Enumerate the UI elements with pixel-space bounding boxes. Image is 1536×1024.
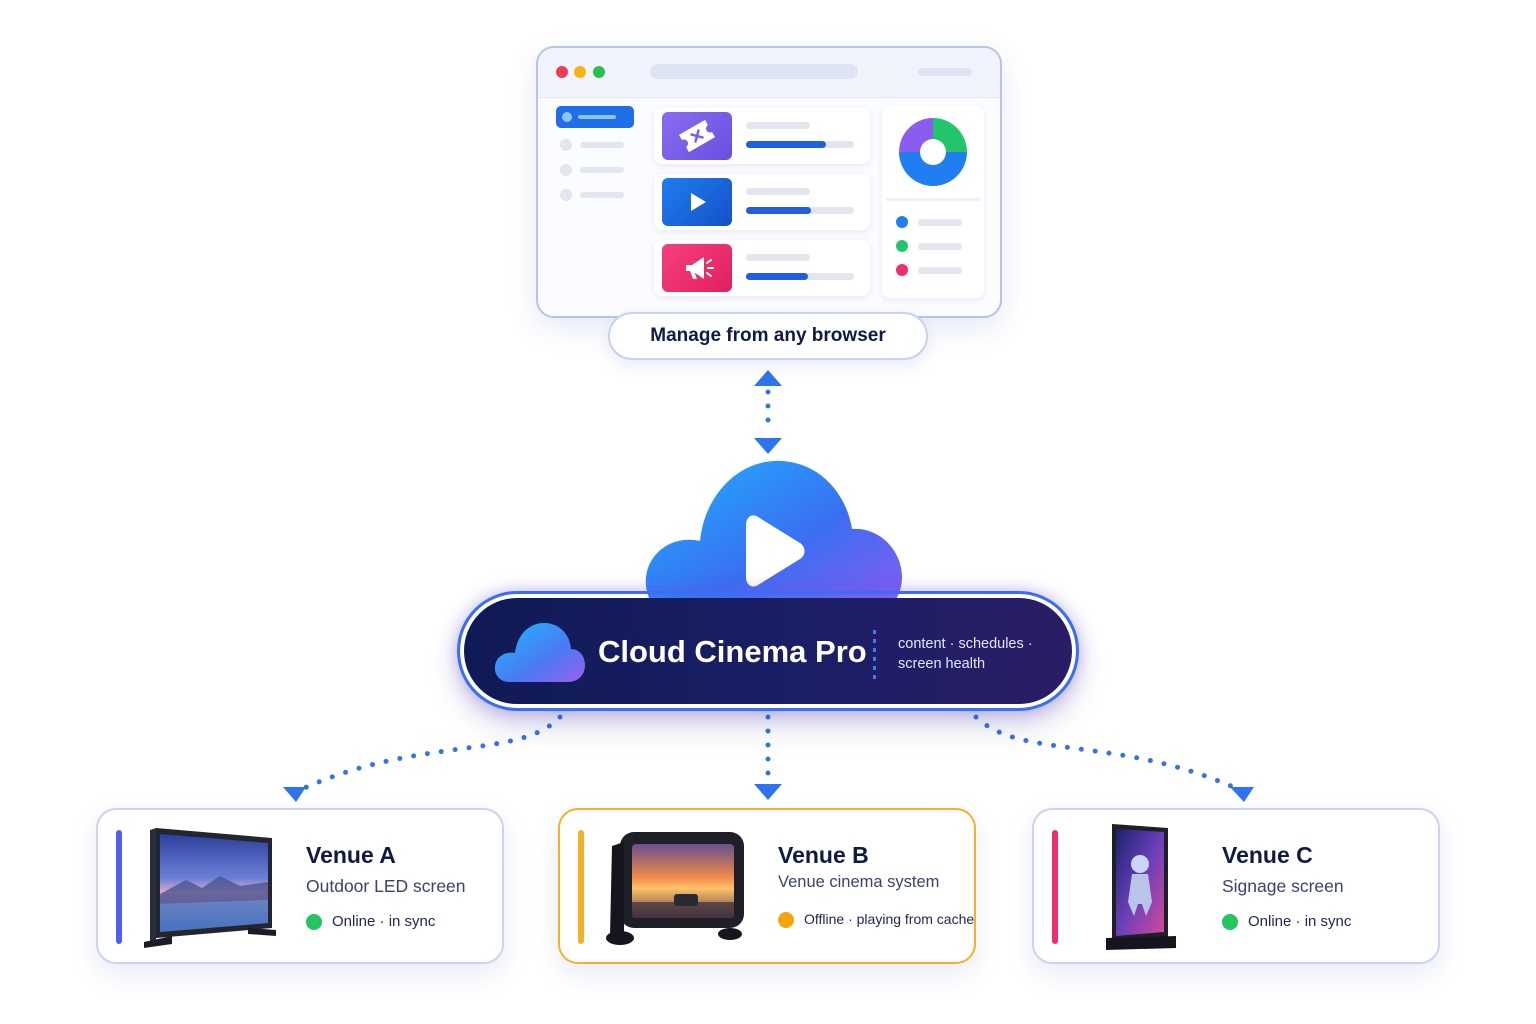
venue-accent-bar xyxy=(116,830,122,944)
donut-chart xyxy=(899,118,967,186)
venue-type: Outdoor LED screen xyxy=(306,876,466,896)
content-card-videos[interactable] xyxy=(654,174,870,230)
hub-title: Cloud Cinema Pro xyxy=(598,634,867,669)
venue-accent-bar xyxy=(1052,830,1058,944)
analytics-panel[interactable] xyxy=(882,106,984,298)
venue-name: Venue C xyxy=(1222,842,1313,868)
venue-card-a[interactable]: Venue A Outdoor LED screen Online · in s… xyxy=(96,808,504,964)
progress-fill xyxy=(746,207,811,214)
content-card-tickets[interactable] xyxy=(654,108,870,164)
status-dot xyxy=(1222,914,1238,930)
browser-menu[interactable] xyxy=(918,68,972,76)
status-dot xyxy=(306,914,322,930)
status-text: Offline · playing from cache xyxy=(804,911,975,927)
browser-caption: Manage from any browser xyxy=(608,312,928,360)
hub-divider xyxy=(873,630,876,684)
video-tile xyxy=(662,178,732,226)
venue-type: Signage screen xyxy=(1222,876,1344,896)
close-window-dot[interactable] xyxy=(556,66,568,78)
legend-item xyxy=(896,240,976,252)
megaphone-icon xyxy=(686,257,714,279)
outdoor-led-screen-icon xyxy=(144,828,276,948)
donut-segment-0 xyxy=(933,118,967,152)
venue-card-b[interactable]: Venue B Venue cinema system Offline · pl… xyxy=(558,808,976,964)
signage-screen-icon xyxy=(1106,824,1176,950)
arrow-down-icon xyxy=(754,438,782,454)
venue-name: Venue A xyxy=(306,842,396,868)
address-bar[interactable] xyxy=(650,64,858,79)
donut-segment-2 xyxy=(899,118,933,152)
sidebar-item[interactable] xyxy=(560,189,630,201)
status-text: Online · in sync xyxy=(332,913,436,930)
maximize-window-dot[interactable] xyxy=(593,66,605,78)
minimize-window-dot[interactable] xyxy=(574,66,586,78)
venue-name: Venue B xyxy=(778,842,869,868)
connector-hub-venue-a xyxy=(297,714,563,793)
arrow-down-icon xyxy=(283,787,306,802)
connector-hub-venue-c xyxy=(973,714,1243,793)
venue-type: Venue cinema system xyxy=(778,873,940,891)
sidebar-item[interactable] xyxy=(560,139,630,151)
play-icon xyxy=(691,193,706,211)
arrow-down-icon xyxy=(754,784,782,800)
ticket-tile xyxy=(662,112,732,160)
megaphone-tile xyxy=(662,244,732,292)
sidebar-item[interactable] xyxy=(560,164,630,176)
inflatable-cinema-screen-icon xyxy=(606,832,744,945)
status-text: Online · in sync xyxy=(1248,913,1352,930)
legend-item xyxy=(896,264,976,276)
progress-fill xyxy=(746,273,808,280)
venue-accent-bar xyxy=(578,830,584,944)
progress-fill xyxy=(746,141,826,148)
sidebar-item-active[interactable] xyxy=(556,106,634,128)
donut-segment-1 xyxy=(899,152,967,186)
arrow-down-icon xyxy=(1230,787,1254,802)
browser-toolbar xyxy=(538,48,1000,98)
status-dot xyxy=(778,912,794,928)
venue-card-c[interactable]: Venue C Signage screen Online · in sync xyxy=(1032,808,1440,964)
legend-item xyxy=(896,216,976,228)
content-card-ads[interactable] xyxy=(654,240,870,296)
hub-subtitle: content · schedules · screen health xyxy=(898,636,1033,672)
browser-window[interactable] xyxy=(536,46,1002,318)
ticket-icon xyxy=(679,119,715,153)
arrow-up-icon xyxy=(754,370,782,386)
cloud-play-logo xyxy=(645,460,902,619)
cloud-icon xyxy=(494,623,585,682)
